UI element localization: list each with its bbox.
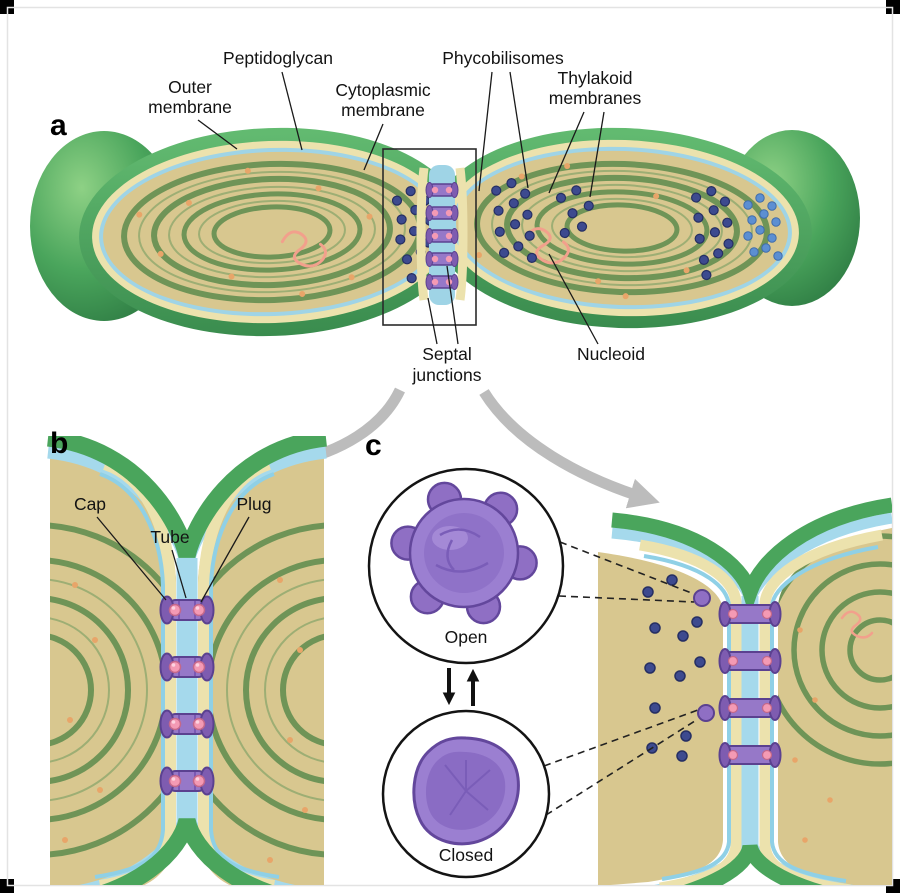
cytoplasmic-membrane-left [94,472,165,879]
leader-phycobilisomes [478,71,529,192]
nucleoid [840,610,874,639]
leader-cytoplasmic-membrane [363,123,384,171]
leader-thylakoid-membranes [548,111,605,198]
panel-b-letter: b [50,427,68,460]
ribosome-dots [136,167,373,297]
label-outer-membrane-1: Outer [168,77,212,97]
label-cap: Cap [74,494,106,514]
label-tube: Tube [150,527,189,547]
label-thylakoid-membranes-2: membranes [549,88,642,108]
thylakoid-membranes [474,160,770,296]
nucleoid [280,230,327,268]
leader-outer-membrane [197,119,238,150]
plug-open-structure [390,481,538,625]
septal-channel [176,558,198,830]
ribosome-dots [792,627,833,843]
label-open: Open [445,627,488,647]
thylakoid-membranes [121,160,423,304]
outer-membrane-top [611,497,892,617]
label-peptidoglycan: Peptidoglycan [223,48,333,68]
callout-dashes-open [558,541,695,603]
frame-border [6,6,894,887]
septal-junctions [425,182,459,290]
label-nucleoid: Nucleoid [577,344,645,364]
label-cytoplasmic-membrane-2: membrane [341,100,425,120]
leader-septal-junctions [427,265,459,345]
panel-a: a Peptidoglycan Outer membrane Cytoplasm… [30,48,860,385]
panel-c-letter: c [365,429,382,462]
label-septal-junctions-1: Septal [422,344,472,364]
leader-cap [96,516,167,601]
zoom-box [382,148,477,326]
label-phycobilisomes: Phycobilisomes [442,48,564,68]
label-plug: Plug [236,494,271,514]
outer-membrane-top [46,436,328,559]
outer-membrane-bottom [683,843,824,885]
carboxysome-cluster [743,193,783,261]
septum [382,148,477,326]
septal-channel [741,596,759,854]
closed-state-inset: Closed [381,709,551,879]
label-septal-junctions-2: junctions [411,365,481,385]
panel-c-septum-view [598,497,892,885]
nucleoid [525,227,570,265]
open-state-inset: Open [367,467,565,665]
ribosome-dots [62,577,308,863]
label-closed: Closed [439,845,493,865]
cell-right [432,127,812,329]
label-thylakoid-membranes-1: Thylakoid [558,68,633,88]
leader-tube [171,549,187,599]
label-outer-membrane-2: membrane [148,97,232,117]
leader-nucleoid [548,253,599,345]
phycobilisome-dots [642,574,706,762]
cap-face-open [693,589,711,607]
cell-left [79,127,465,337]
panel-a-letter: a [50,109,67,142]
leader-plug [200,516,250,603]
outer-membrane-bottom [101,817,273,885]
septal-junction-assemblies [693,589,782,768]
zoom-arrow-to-c [479,389,660,509]
state-transition-arrows [442,668,480,706]
callout-dashes-closed [543,709,699,816]
cap-face-closed [697,704,715,722]
panel-b-art [46,436,328,885]
plug-closed-structure [412,736,520,846]
peptidoglycan-left [639,539,742,885]
septal-junction-assemblies [159,595,215,796]
panel-b-labels: b Cap Tube Plug [50,427,272,603]
leader-peptidoglycan [281,71,303,151]
cytoplasm-left [598,552,723,885]
phycobilisome-cluster-right [691,185,734,281]
label-cytoplasmic-membrane-1: Cytoplasmic [335,80,431,100]
phycobilisome-cluster [491,178,594,263]
ribosome-dots [475,163,690,300]
